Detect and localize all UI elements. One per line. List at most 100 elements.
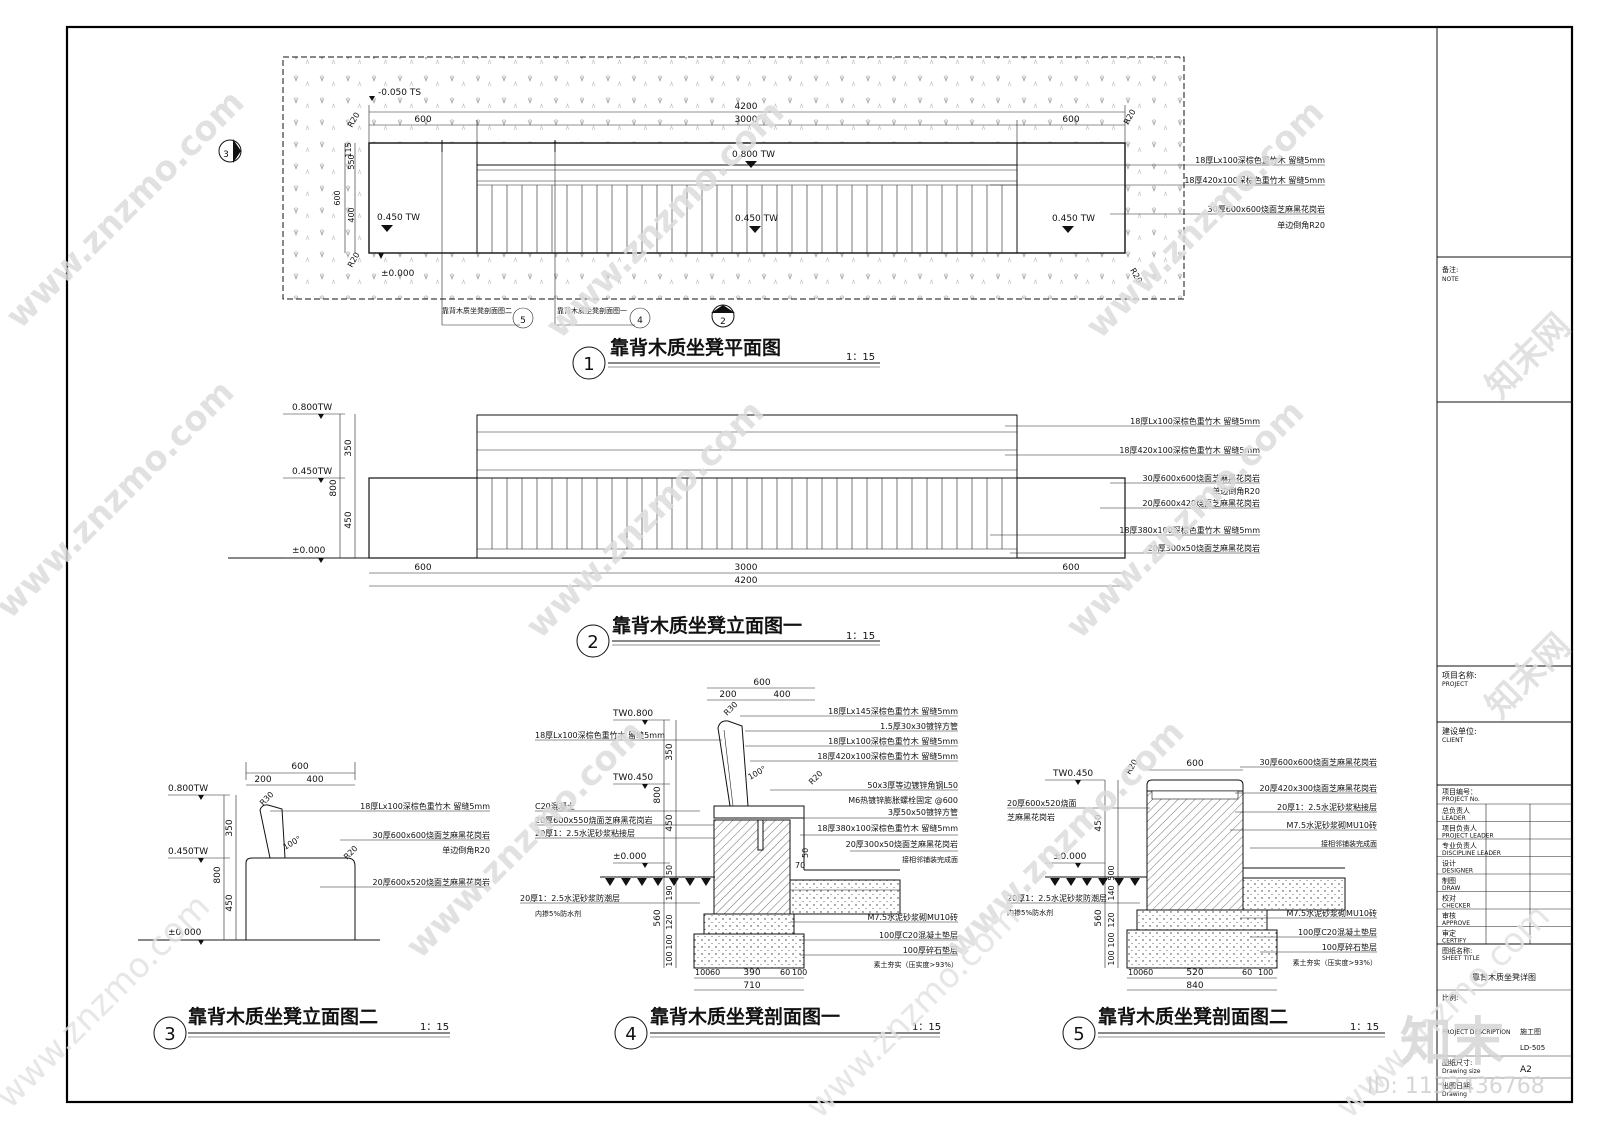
- tb-drawing-no: LD-505: [1520, 1044, 1545, 1052]
- ground-hatch-mark: [605, 878, 615, 886]
- sheet-border: [65, 25, 1574, 1104]
- tb-row-en: PROJECT LEADER: [1442, 833, 1494, 840]
- elev2-note-1: 18厚Lx100深棕色重竹木 留缝5mm: [360, 801, 490, 811]
- elev2-r30: R30: [258, 790, 276, 808]
- elev2-dim-450: 450: [225, 894, 235, 911]
- elev1-scale: 1：15: [846, 631, 875, 642]
- tb-projno-en: PROJECT No.: [1442, 796, 1480, 803]
- sec1-right-8: 18厚380x100深棕色重竹木 留缝5mm: [817, 823, 958, 833]
- tb-row-en: DESIGNER: [1442, 868, 1473, 875]
- sec1-left-2: C20混凝土: [535, 801, 575, 811]
- ground-hatch-mark: [701, 878, 711, 886]
- sec2-v560: 560: [1094, 909, 1104, 926]
- plan-tw-mid: 0.450 TW: [735, 214, 778, 224]
- sec1-level-top: TW0.800: [612, 709, 653, 719]
- ground-hatch-mark: [1066, 878, 1076, 886]
- sec1-right-14: 素土夯实（压实度>93%）: [874, 960, 958, 969]
- sec2-dim-total: 840: [1186, 981, 1203, 991]
- sec2-left-2: 芝麻黑花岗岩: [1007, 812, 1055, 822]
- sec1-left-6: 内掺5%防水剂: [535, 909, 581, 918]
- elev1-level-zero: ±0.000: [292, 546, 326, 556]
- sec2-dim-600: 600: [1186, 759, 1203, 769]
- sec2-dim-b5: 100: [1258, 968, 1273, 977]
- sec1-v100b: 100: [665, 951, 674, 966]
- plan-dim-right: 600: [1062, 115, 1079, 125]
- sec2-right-1: 30厚600x600烧面芝麻黑花岗岩: [1260, 757, 1377, 767]
- sec1-left-5: 20厚1：2.5水泥砂浆防潮层: [520, 893, 620, 903]
- sec1-left-3: 20厚600x550烧面芝麻黑花岗岩: [535, 815, 652, 825]
- sec2-right-9: 素土夯实（压实度>93%）: [1293, 958, 1377, 967]
- ground-hatch-mark: [1114, 878, 1124, 886]
- sec2-left-1: 20厚600x520烧面: [1007, 798, 1076, 808]
- sec1-v120: 120: [665, 914, 674, 929]
- sec1-v100a: 100: [665, 934, 674, 949]
- elev1-note-3: 30厚600x600烧面芝麻黑花岗岩: [1143, 473, 1260, 483]
- elev2-level-top: 0.800TW: [168, 784, 208, 794]
- tb-note-cn: 备注:: [1442, 265, 1458, 274]
- tb-project-cn: 项目名称:: [1442, 670, 1477, 680]
- sec1-right-7: 3厚50x50镀锌方管: [888, 807, 958, 817]
- section-1: 600 200 400 R30 R20 100° TW0.800 TW0.450…: [520, 678, 958, 1050]
- sec1-scale: 1：15: [912, 1022, 941, 1033]
- elev1-level-top: 0.800TW: [292, 403, 332, 413]
- sec2-v500: 500: [1107, 865, 1116, 880]
- tb-row-cn: 审核: [1442, 911, 1456, 920]
- elev2-angle: 100°: [282, 834, 303, 851]
- elev2-note-3: 单边倒角R20: [442, 845, 490, 855]
- elev1-dim-mid: 3000: [735, 563, 758, 573]
- sec1-right-12: 100厚C20混凝土垫层: [879, 930, 958, 940]
- plan-note-4: 单边倒角R20: [1277, 220, 1325, 230]
- plan-title-number: 1: [583, 354, 594, 375]
- elev2-level-mid: 0.450TW: [168, 847, 208, 857]
- sec1-right-3: 18厚Lx100深棕色重竹木 留缝5mm: [828, 736, 958, 746]
- sec1-v190: 190: [665, 885, 674, 900]
- plan-tw-left: 0.450 TW: [377, 213, 420, 223]
- plan-section-ref-5: 靠背木质坐凳剖面图二: [442, 306, 512, 315]
- tb-note-en: NOTE: [1442, 276, 1459, 283]
- elev1-dim-800: 800: [329, 479, 339, 496]
- sec1-left-1: 18厚Lx100深棕色重竹木 留缝5mm: [535, 730, 665, 740]
- sec2-level-zero: ±0.000: [1053, 852, 1087, 862]
- sec1-dim-200: 200: [719, 690, 736, 700]
- elev1-note-7: 20厚300x50烧面芝麻黑花岗岩: [1148, 543, 1260, 553]
- sec2-dim-b2: 60: [1143, 968, 1153, 977]
- plan-dim-total: 4200: [735, 102, 758, 112]
- watermark-site-11: www.znzmo.com: [0, 886, 218, 1116]
- sec1-dim-400: 400: [773, 690, 790, 700]
- plan-dim-v1: 550: [347, 154, 356, 169]
- ground-hatch-mark: [1050, 878, 1060, 886]
- tb-size-en: Drawing size: [1442, 1068, 1481, 1075]
- tb-row-cn: 项目负责人: [1442, 824, 1477, 833]
- sec2-right-8: 100厚碎石垫层: [1322, 942, 1377, 952]
- plan-marker-3: 3: [223, 150, 229, 160]
- tb-row-cn: 设计: [1442, 859, 1456, 868]
- tb-row-en: CHECKER: [1442, 903, 1471, 910]
- sec1-dim-b2: 60: [710, 968, 720, 977]
- title-block: 备注: NOTE 项目名称: PROJECT 建设单位: CLIENT 项目编号…: [1437, 256, 1572, 1098]
- sec2-dim-b3: 520: [1186, 968, 1203, 978]
- tb-sheet-title: 靠背木质坐凳详图: [1472, 972, 1536, 982]
- sec1-level-zero: ±0.000: [613, 852, 647, 862]
- plan-zero-level: ±0.000: [381, 269, 415, 279]
- sec1-title-number: 4: [625, 1024, 636, 1045]
- section-2-ground: [1050, 878, 1140, 886]
- elev2-dim-200: 200: [254, 775, 271, 785]
- elev1-dim-total: 4200: [735, 576, 758, 586]
- plan-dim-v2: 115: [344, 142, 353, 157]
- tb-row-cn: 制图: [1442, 876, 1456, 885]
- plan-note-1: 18厚Lx100深棕色重竹木 留缝5mm: [1195, 155, 1325, 165]
- tb-desc-en: PROJECT DESCRIPTION: [1442, 1029, 1510, 1036]
- plan-tw-top: 0.800 TW: [732, 150, 775, 160]
- sec1-v450: 450: [665, 814, 675, 831]
- plan-scale: 1：15: [846, 352, 875, 363]
- elev2-dim-800: 800: [213, 866, 223, 883]
- sec1-dim-b4: 60: [780, 968, 790, 977]
- sec1-dim-b1: 100: [695, 968, 710, 977]
- sec1-title: 靠背木质坐凳剖面图一: [650, 1005, 840, 1028]
- plan-dim-v3: 600: [333, 190, 342, 205]
- sec2-right-4: M7.5水泥砂浆砌MU10砖: [1286, 820, 1377, 830]
- sec2-right-7: 100厚C20混凝土垫层: [1298, 927, 1377, 937]
- plan-ts-level: -0.050 TS: [378, 88, 421, 98]
